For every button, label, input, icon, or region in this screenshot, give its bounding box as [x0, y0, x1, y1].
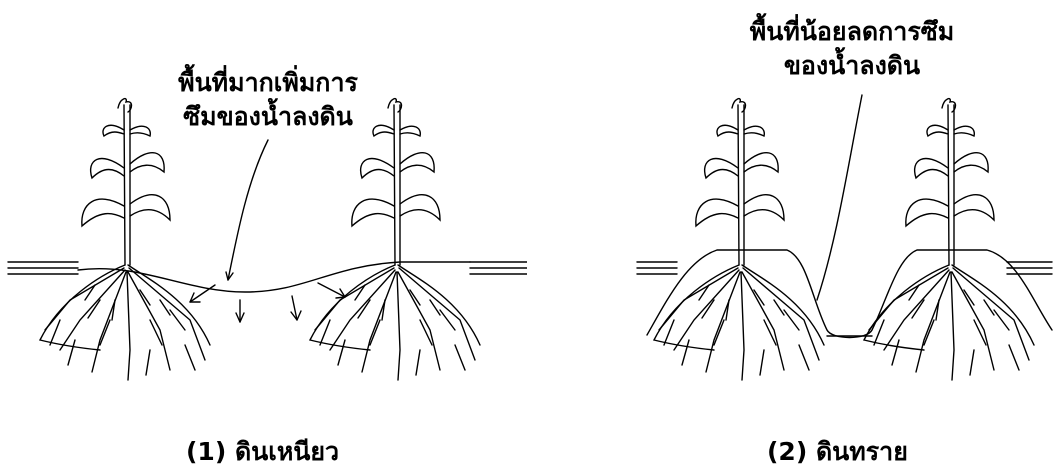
- annotation-label: พื้นที่มากเพิ่มการ ซึมของน้ำลงดิน: [158, 66, 378, 134]
- root-system: [310, 265, 480, 380]
- ground-surface-lines: [637, 250, 1052, 338]
- panel-clay-soil: พื้นที่มากเพิ่มการ ซึมของน้ำลงดิน (1) ดิ…: [0, 0, 527, 475]
- annotation-leader-line: [228, 140, 268, 280]
- annotation-line-1: พื้นที่น้อยลดการซึม: [727, 15, 977, 49]
- panel-caption: (1) ดินเหนียว: [186, 432, 339, 472]
- corn-plant: [82, 99, 170, 265]
- corn-plant: [696, 99, 784, 265]
- annotation-line-1: พื้นที่มากเพิ่มการ: [158, 66, 378, 100]
- annotation-line-2: ของน้ำลงดิน: [727, 49, 977, 83]
- annotation-label: พื้นที่น้อยลดการซึม ของน้ำลงดิน: [727, 15, 977, 83]
- annotation-leader-line: [817, 95, 862, 300]
- panel-caption: (2) ดินทราย: [767, 432, 908, 472]
- root-system: [40, 265, 210, 380]
- panel-sandy-soil: พื้นที่น้อยลดการซึม ของน้ำลงดิน (2) ดินท…: [527, 0, 1054, 475]
- corn-plant: [906, 99, 994, 265]
- root-system: [864, 265, 1034, 380]
- annotation-line-2: ซึมของน้ำลงดิน: [158, 100, 378, 134]
